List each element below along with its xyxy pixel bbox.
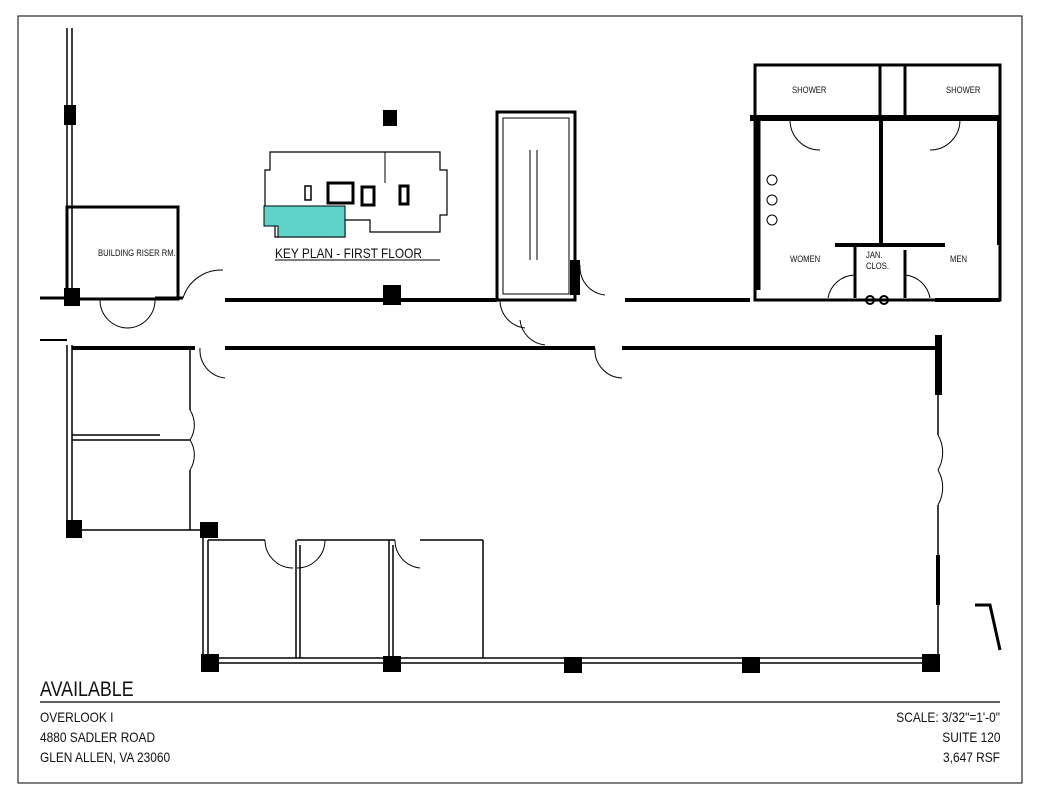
walls [40, 28, 1002, 664]
room-label-men: MEN [950, 254, 967, 264]
scale-label: SCALE: 3/32"=1'-0" [896, 709, 1000, 725]
room-label-women: WOMEN [790, 254, 821, 264]
room-label-shower-left: SHOWER [792, 85, 827, 95]
city-address: GLEN ALLEN, VA 23060 [40, 749, 171, 765]
page-frame [17, 15, 1023, 784]
room-label-building-riser: BUILDING RISER RM. [98, 248, 176, 258]
key-plan-label: KEY PLAN - FIRST FLOOR [275, 245, 423, 261]
availability-title: AVAILABLE [40, 678, 134, 701]
building-name: OVERLOOK I [40, 709, 114, 725]
street-address: 4880 SADLER ROAD [40, 729, 156, 745]
columns [64, 105, 942, 673]
area-label: 3,647 RSF [943, 749, 1000, 765]
suite-label: SUITE 120 [941, 729, 1000, 745]
key-plan [263, 151, 448, 261]
room-label-jan-clos: JAN. CLOS. [866, 250, 889, 271]
room-label-shower-right: SHOWER [946, 85, 981, 95]
